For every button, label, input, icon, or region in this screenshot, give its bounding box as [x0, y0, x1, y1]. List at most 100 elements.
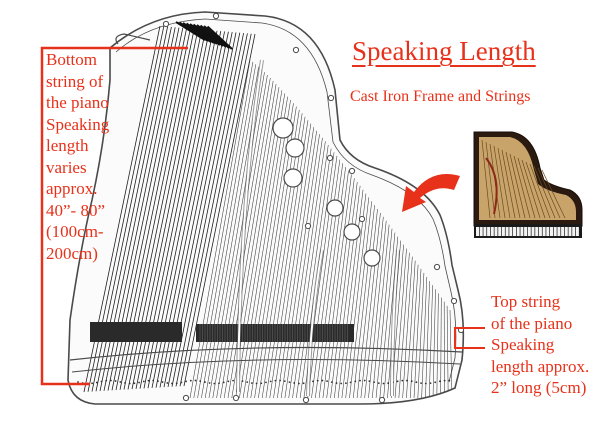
frame-bolt	[349, 168, 354, 173]
frame-bolt	[305, 223, 310, 228]
hitch-pin	[157, 380, 159, 382]
grand-piano-thumbnail	[472, 128, 584, 240]
damper-felts-bass	[90, 322, 182, 342]
hitch-pin	[293, 382, 295, 384]
hitch-pin	[129, 383, 131, 385]
hitch-pin	[110, 380, 112, 382]
hitch-pin	[246, 381, 248, 383]
hitch-pin	[411, 380, 413, 382]
hitch-pin	[213, 383, 215, 385]
frame-bolt	[359, 216, 364, 221]
hitch-pin	[340, 383, 342, 385]
hitch-pin	[284, 380, 286, 382]
photo-white-key	[483, 227, 486, 236]
photo-white-key	[524, 227, 527, 236]
hitch-pin	[434, 381, 436, 383]
hitch-pin	[256, 383, 258, 385]
hitch-pin	[317, 380, 319, 382]
frame-bolt	[213, 13, 218, 18]
hitch-pin	[364, 380, 366, 382]
photo-white-key	[543, 227, 546, 236]
photo-white-key	[557, 227, 560, 236]
frame-bolt	[327, 155, 332, 160]
frame-hole	[344, 224, 360, 240]
hitch-pin	[326, 380, 328, 382]
hitch-pin	[199, 380, 201, 382]
photo-white-key	[528, 227, 531, 236]
photo-white-key	[539, 227, 542, 236]
diagram-title: Speaking Length	[352, 36, 536, 67]
frame-bolt	[434, 264, 439, 269]
hitch-pin	[444, 380, 446, 382]
hitch-pin	[251, 382, 253, 384]
photo-white-key	[491, 227, 494, 236]
hitch-pin	[218, 382, 220, 384]
hitch-pin	[181, 382, 183, 384]
photo-white-key	[535, 227, 538, 236]
hitch-pin	[195, 380, 197, 382]
hitch-pin	[185, 381, 187, 383]
hitch-pin	[289, 381, 291, 383]
hitch-pin	[322, 380, 324, 382]
hitch-pin	[77, 381, 79, 383]
hitch-pin	[228, 381, 230, 383]
hitch-pin	[336, 382, 338, 384]
hitch-pin	[260, 382, 262, 384]
hitch-pin	[312, 380, 314, 382]
photo-white-key	[550, 227, 553, 236]
frame-hole	[286, 139, 304, 157]
hitch-pin	[345, 382, 347, 384]
hitch-pin	[401, 380, 403, 382]
hitch-pin	[242, 380, 244, 382]
hitch-pin	[91, 382, 93, 384]
hitch-pin	[152, 380, 154, 382]
hitch-pin	[425, 383, 427, 385]
hitch-pin	[115, 380, 117, 382]
photo-white-key	[561, 227, 564, 236]
frame-bolt	[451, 298, 456, 303]
frame-hole	[284, 169, 302, 187]
frame-bolt	[183, 395, 188, 400]
photo-white-key	[520, 227, 523, 236]
frame-bolt	[163, 21, 168, 26]
hitch-pin	[387, 382, 389, 384]
hitch-pin	[298, 383, 300, 385]
bottom-string-label: Bottom string of the piano Speaking leng…	[46, 49, 109, 264]
hitch-pin	[279, 380, 281, 382]
hitch-pin	[176, 382, 178, 384]
photo-white-key	[569, 227, 572, 236]
photo-white-key	[565, 227, 568, 236]
hitch-pin	[162, 381, 164, 383]
hitch-pin	[148, 380, 150, 382]
hitch-pin	[96, 382, 98, 384]
frame-bolt	[379, 397, 384, 402]
frame-bolt	[328, 95, 333, 100]
photo-white-key	[480, 227, 483, 236]
photo-white-key	[513, 227, 516, 236]
hitch-pin	[275, 380, 277, 382]
frame-bolt	[293, 47, 298, 52]
frame-hole	[327, 200, 343, 216]
photo-white-key	[506, 227, 509, 236]
photo-white-key	[517, 227, 520, 236]
hitch-pin	[270, 380, 272, 382]
hitch-pin	[439, 380, 441, 382]
frame-bolt	[233, 395, 238, 400]
hitch-pin	[105, 380, 107, 382]
hitch-pin	[138, 382, 140, 384]
hitch-pin	[350, 381, 352, 383]
hitch-pin	[265, 382, 267, 384]
hitch-pin	[373, 381, 375, 383]
curved-arrow-shape	[402, 174, 460, 212]
photo-white-key	[546, 227, 549, 236]
hitch-pin	[134, 382, 136, 384]
hitch-pin	[430, 382, 432, 384]
hitch-pin	[369, 380, 371, 382]
hitch-pin	[354, 380, 356, 382]
photo-white-key	[498, 227, 501, 236]
hitch-pin	[303, 382, 305, 384]
hitch-pin	[143, 381, 145, 383]
hitch-pin	[124, 382, 126, 384]
hitch-pin	[204, 381, 206, 383]
